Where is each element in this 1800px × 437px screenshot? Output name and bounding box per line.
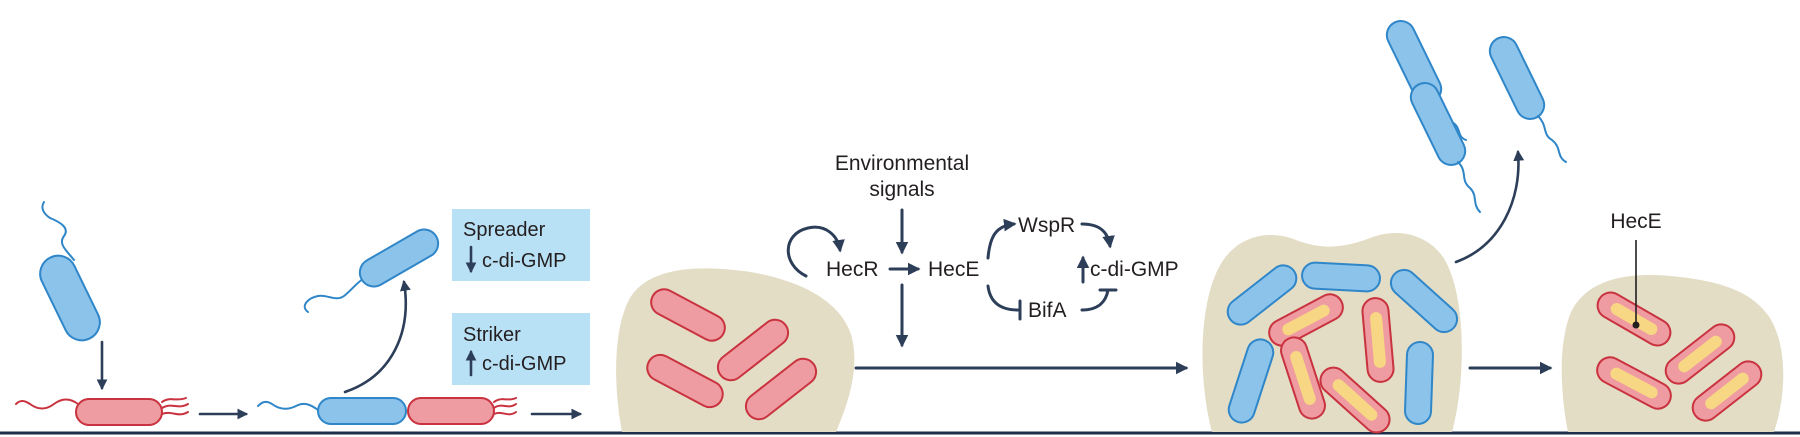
bifa-label: BifA (1028, 299, 1067, 322)
hecr-label: HecR (826, 258, 879, 281)
hece-expressing-cell (1361, 297, 1395, 383)
flagellum (1537, 115, 1567, 163)
hece-pathway-label: HecE (928, 258, 979, 281)
wspr-to-cdigmp-arrow (1080, 222, 1115, 249)
blue-cell (1226, 264, 1298, 326)
hece-expressing-cell (1664, 323, 1736, 385)
blue-cell (1301, 261, 1381, 293)
bifa-inhibits-cdigmp (1080, 288, 1110, 312)
red-cell-attached (75, 398, 163, 426)
callout-dot (1632, 321, 1640, 329)
pili-right (161, 397, 189, 416)
detaching-blue-cell (358, 228, 440, 288)
hece-expressing-cell (1280, 336, 1326, 420)
biofilm-matrix (1561, 275, 1784, 432)
flagellum (257, 400, 319, 411)
hece-expressing-cell (1596, 356, 1672, 410)
blue-daughter-cell (317, 397, 407, 425)
red-cell (716, 318, 790, 382)
red-cell (650, 288, 726, 342)
regulatory-pathway: Environmental signals HecR HecE WspR c-d… (786, 152, 1179, 348)
spreader-cdigmp-label: c-di-GMP (482, 250, 566, 272)
dispersal-arrow (1454, 149, 1525, 264)
striker-label: Striker (463, 324, 521, 346)
cdigmp-pathway-label: c-di-GMP (1090, 258, 1179, 281)
hece-inhibits-bifa (986, 284, 1020, 312)
pili (493, 397, 517, 416)
departure-arrow (343, 279, 411, 394)
flagellum (41, 201, 75, 261)
hece-callout-label: HecE (1610, 210, 1661, 233)
blue-cell (1404, 341, 1434, 425)
hece-to-wspr-arrow (986, 218, 1017, 260)
spreader-label: Spreader (463, 219, 546, 241)
stage-attachment (15, 201, 249, 426)
striker-cdigmp-label: c-di-GMP (482, 353, 566, 375)
blue-cell (39, 254, 101, 342)
hecr-autoregulation-arrow (786, 225, 845, 278)
dispersing-blue-cell (1488, 36, 1546, 120)
stage-new-colony: HecE (1561, 210, 1784, 432)
blue-cell (1227, 338, 1275, 424)
flagellum (1457, 161, 1481, 213)
red-daughter-cell (407, 397, 495, 425)
flagellum-left (15, 398, 79, 410)
red-cell (646, 353, 724, 409)
wspr-label: WspR (1018, 214, 1075, 237)
dispersing-blue-cell (1409, 82, 1467, 166)
stage-mature-biofilm (1202, 20, 1567, 434)
environmental-signals-label: Environmental (835, 152, 969, 175)
blue-cell (1389, 268, 1459, 334)
hece-expressing-cell (1319, 366, 1391, 434)
striker-box (452, 313, 590, 385)
hece-expressing-cell (1596, 291, 1672, 347)
hece-expressing-cell (1691, 360, 1763, 422)
red-cell (744, 357, 818, 421)
stage-microcolony (616, 268, 855, 432)
flagellum (303, 275, 371, 313)
stage-division: Spreader c-di-GMP Striker c-di-GMP (257, 209, 590, 425)
environmental-signals-label-line2: signals (869, 178, 934, 201)
hece-expressing-cell (1268, 293, 1344, 347)
